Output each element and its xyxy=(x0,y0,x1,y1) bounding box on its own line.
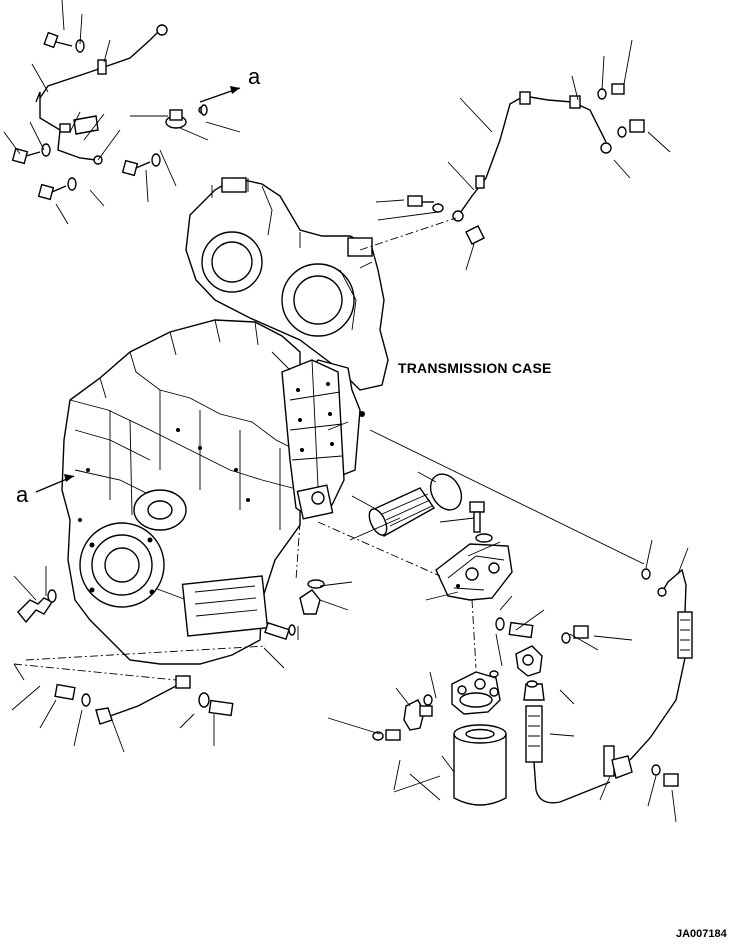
leader-lines xyxy=(3,0,689,823)
control-valve xyxy=(281,359,365,520)
transmission-case-label: TRANSMISSION CASE xyxy=(398,360,552,376)
drawing-code: JA007184 xyxy=(676,928,727,940)
flange-fitting-top xyxy=(165,106,206,129)
strainer xyxy=(368,487,436,537)
bracket-bolt xyxy=(469,501,493,543)
strainer-o-ring xyxy=(429,473,463,511)
pipe-top-left xyxy=(35,24,168,165)
hose-assembly xyxy=(523,568,693,804)
elbow-fitting-left xyxy=(299,589,321,615)
arrow-a-left xyxy=(35,474,75,493)
filter-cartridge xyxy=(453,724,507,806)
elbow-fitting-center xyxy=(403,699,433,731)
elbow-fitting-right xyxy=(515,645,543,677)
filter-head xyxy=(451,671,501,715)
reference-a-top: a xyxy=(248,64,261,89)
arrow-a-top xyxy=(199,86,241,103)
bolts xyxy=(11,31,679,787)
reference-a-left: a xyxy=(16,482,29,507)
filter-bracket xyxy=(435,543,513,601)
pipe-top-right xyxy=(452,91,612,222)
